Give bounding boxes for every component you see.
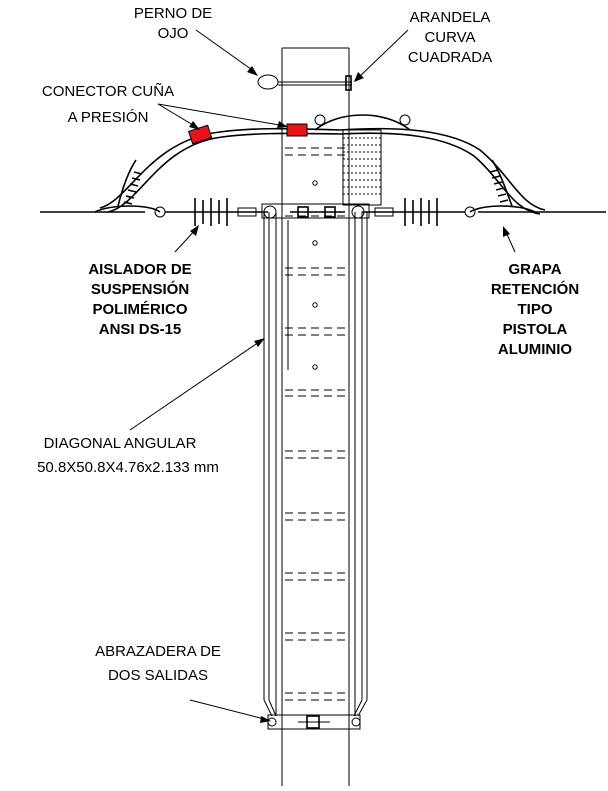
label-abrazadera-line2: DOS SALIDAS [108,667,208,684]
label-perno-line1: PERNO DE [134,5,212,22]
wedge-connectors [188,123,308,145]
label-arandela-line2: CURVA [424,29,475,46]
pole-holes [312,180,318,370]
coil-assembly [314,114,411,206]
label-arandela-line3: CUADRADA [408,49,492,66]
label-grapa-line2: RETENCIÓN [491,280,579,298]
conductor [40,127,606,215]
label-diagonal-line1: DIAGONAL ANGULAR [44,435,197,452]
label-grapa-line5: ALUMINIO [498,341,572,358]
label-aislador-line2: SUSPENSIÓN [91,280,189,298]
label-abrazadera-line1: ABRAZADERA DE [95,643,221,660]
label-grapa-line4: PISTOLA [503,321,568,338]
label-arandela-line1: ARANDELA [410,9,491,26]
label-diagonal-line2: 50.8X50.8X4.76x2.133 mm [37,459,219,476]
diagonal-angular-braces [261,203,370,717]
label-aislador-line4: ANSI DS-15 [99,321,182,338]
right-grapa-coil [464,159,536,218]
pole-dashes [285,147,346,701]
label-perno-line2: OJO [158,25,189,42]
labels: PERNO DE OJO ARANDELA CURVA CUADRADA CON… [37,5,579,684]
left-grapa-coil [94,159,166,218]
label-aislador-line3: POLIMÉRICO [92,301,187,318]
left-insulator [165,198,277,226]
leader-lines [129,29,516,723]
label-grapa-line1: GRAPA [508,261,561,278]
label-conector-line2: A PRESIÓN [68,109,149,126]
right-insulator [351,198,465,226]
eye-bolt [257,74,352,91]
bottom-clamp [267,714,361,730]
label-aislador-line1: AISLADOR DE [88,261,191,278]
label-grapa-line3: TIPO [517,301,552,318]
left-wedge-connector [188,124,213,145]
crossarm-hardware [290,206,345,218]
pole [281,47,350,786]
right-wedge-connector [286,123,308,137]
label-conector-line1: CONECTOR CUÑA [42,83,174,100]
